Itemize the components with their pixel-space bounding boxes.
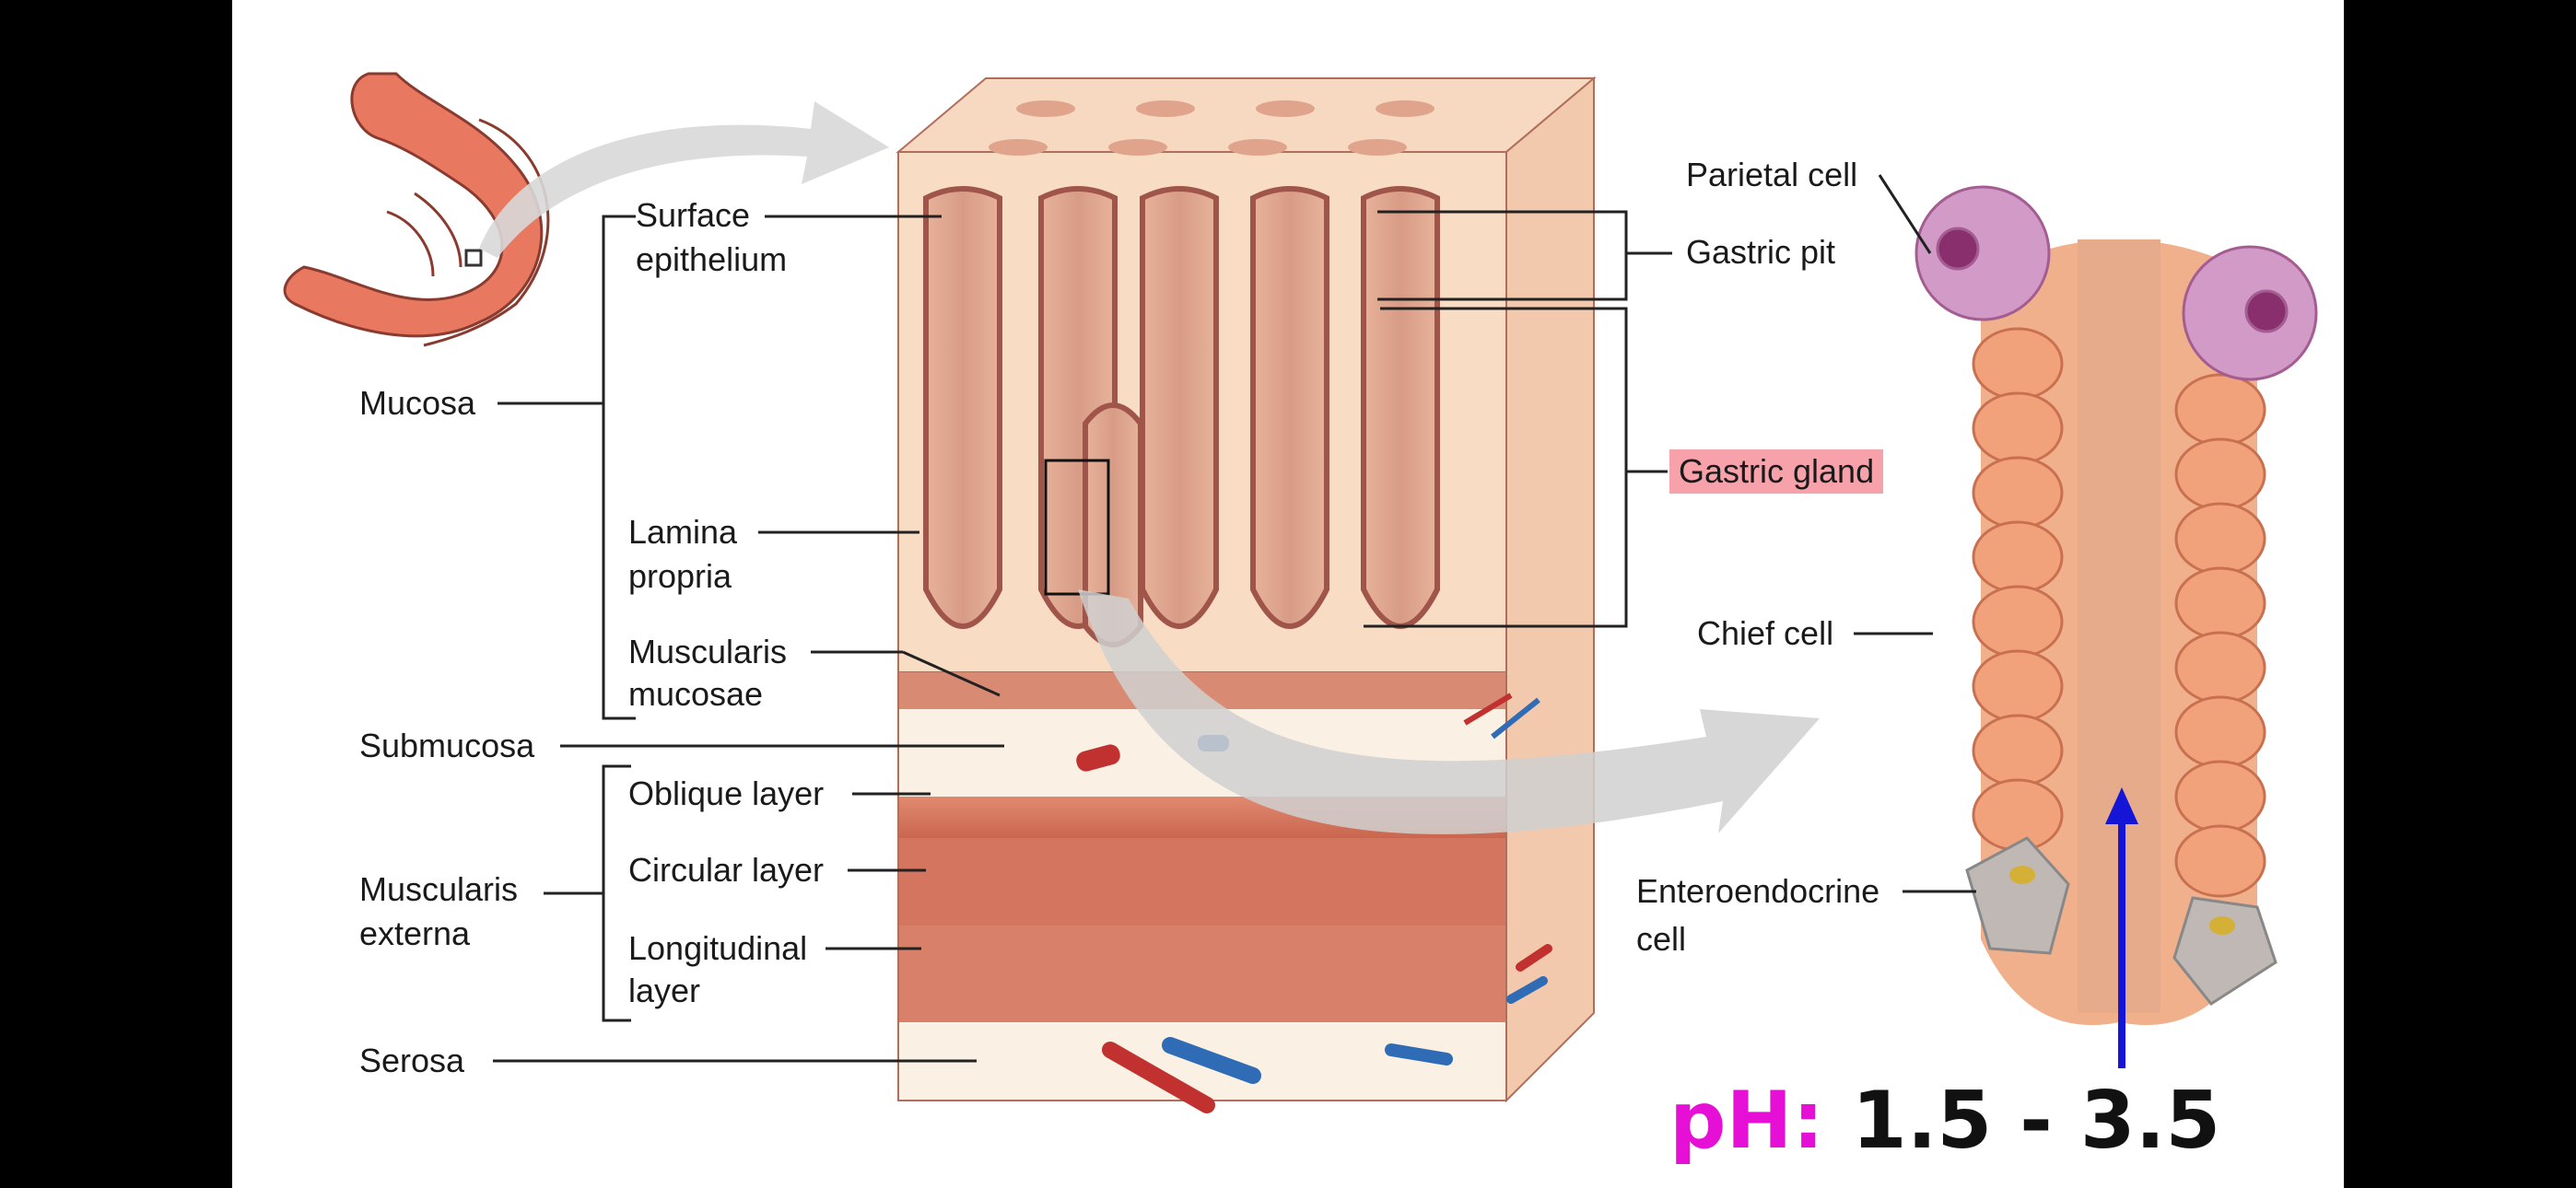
- label-muscularis-mucosae-2: mucosae: [628, 675, 764, 713]
- label-parietal-cell: Parietal cell: [1686, 156, 1858, 193]
- parietal-cells: [1914, 185, 2318, 381]
- label-longitudinal-layer-2: layer: [628, 972, 701, 1009]
- label-enteroendocrine-cell-2: cell: [1636, 920, 1687, 958]
- zoom-arrow-bottom: [1078, 589, 1820, 834]
- right-leader-lines: [1364, 174, 1976, 893]
- label-gastric-gland: Gastric gland: [1669, 449, 1884, 494]
- label-longitudinal-layer-1: Longitudinal: [628, 929, 808, 967]
- chief-cell-stack-right: [2174, 373, 2266, 898]
- label-circular-layer: Circular layer: [628, 851, 825, 889]
- chief-cell-stack-left: [1972, 327, 2064, 852]
- label-gastric-pit: Gastric pit: [1686, 233, 1836, 271]
- left-leader-lines: [493, 215, 1004, 1063]
- label-muscularis-externa-2: externa: [359, 914, 471, 952]
- label-enteroendocrine-cell-1: Enteroendocrine: [1636, 872, 1880, 910]
- label-surface-epithelium-1: Surface: [636, 196, 751, 234]
- zoom-arrow-top: [479, 101, 889, 258]
- label-muscularis-mucosae-1: Muscularis: [628, 633, 788, 670]
- tissue-block: [896, 76, 1597, 1103]
- gastric-pit-openings: [989, 100, 1434, 156]
- blood-vessels: [1076, 693, 1552, 1113]
- ph-up-arrow: [2105, 787, 2138, 1068]
- label-muscularis-externa-1: Muscularis: [359, 870, 519, 908]
- ph-readout: pH: 1.5 - 3.5: [1669, 1070, 2220, 1171]
- label-oblique-layer: Oblique layer: [628, 775, 825, 812]
- label-lamina-propria-1: Lamina: [628, 513, 738, 551]
- label-submucosa: Submucosa: [359, 727, 535, 764]
- gastric-gland-detail: [1914, 185, 2318, 1026]
- label-chief-cell: Chief cell: [1697, 614, 1834, 652]
- ph-value: 1.5 - 3.5: [1851, 1075, 2221, 1167]
- label-lamina-propria-2: propria: [628, 557, 732, 595]
- enteroendocrine-cells: [1965, 836, 2277, 1006]
- ph-key: pH:: [1669, 1075, 1824, 1167]
- label-serosa: Serosa: [359, 1042, 465, 1079]
- label-surface-epithelium-2: epithelium: [636, 240, 788, 278]
- zoom-box: [1044, 459, 1110, 596]
- label-mucosa: Mucosa: [359, 384, 476, 422]
